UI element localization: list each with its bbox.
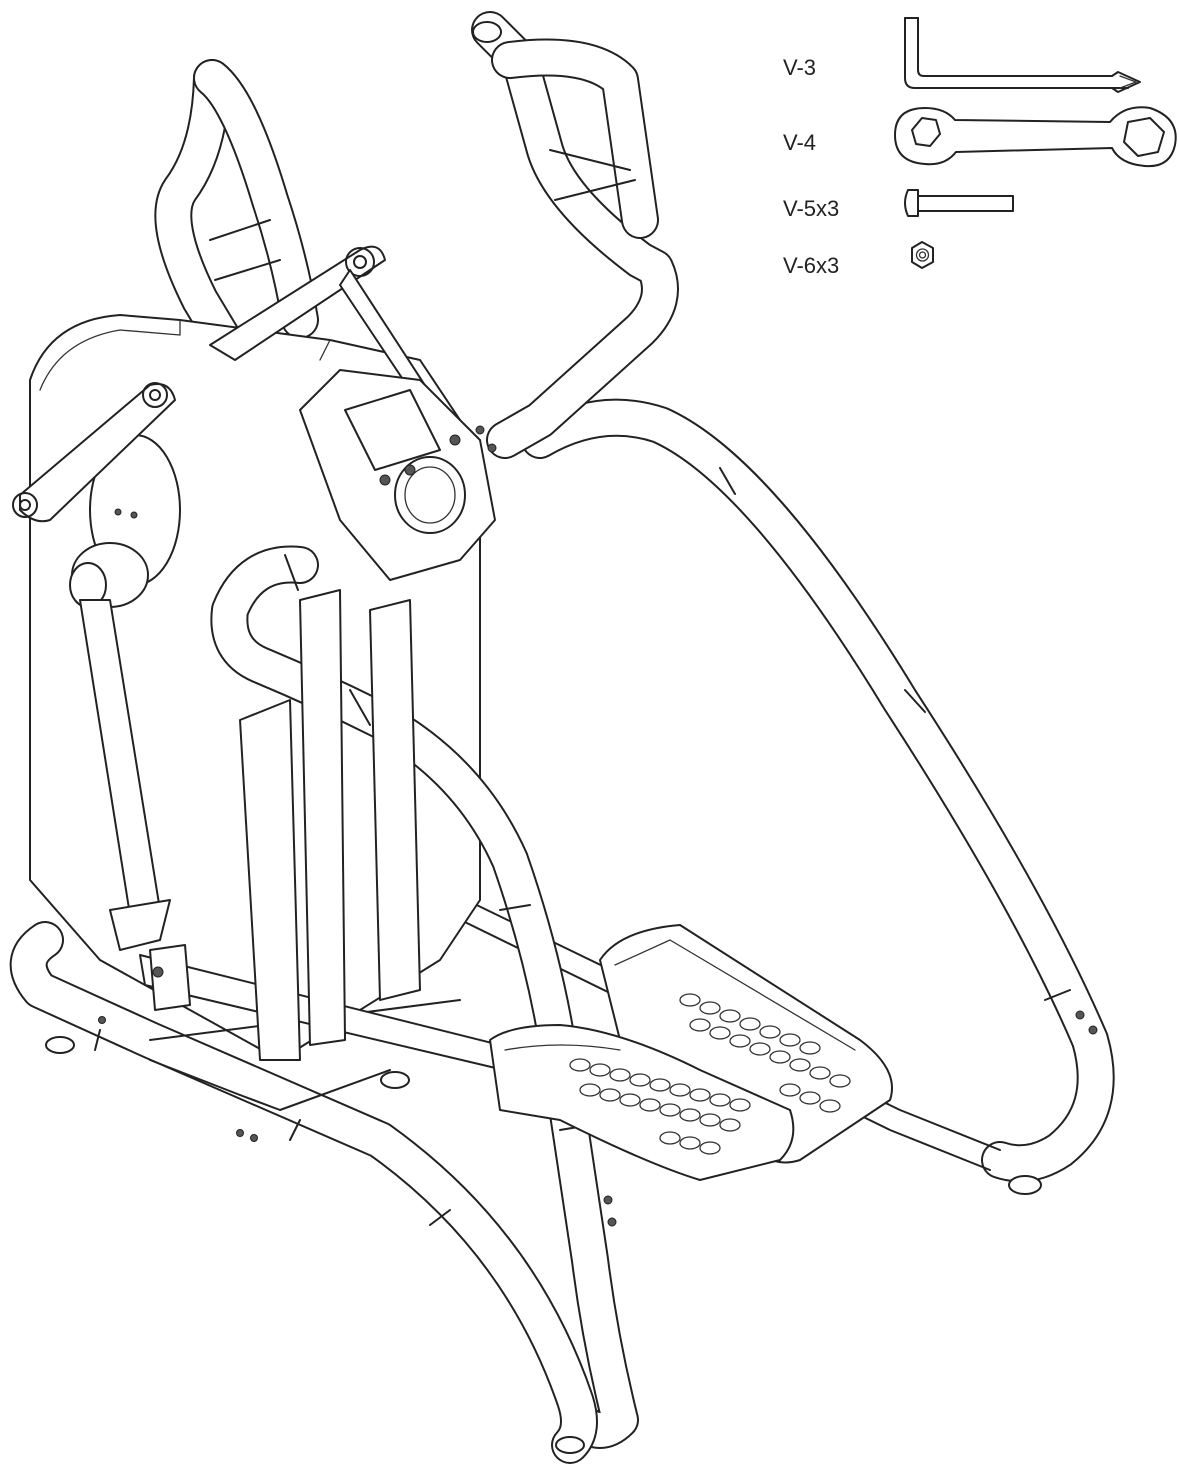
pedal-tread-front — [569, 1058, 751, 1155]
part-label-v6: V-6x3 — [783, 253, 840, 278]
elliptical-trainer-icon — [9, 11, 1115, 1464]
part-label-v5: V-5x3 — [783, 196, 840, 221]
double-hex-wrench-icon — [894, 106, 1177, 168]
hex-nut-icon — [911, 241, 934, 269]
pedal-tread-rear — [679, 993, 851, 1113]
part-label-v4: V-4 — [783, 130, 817, 155]
bolt-icon — [904, 189, 1014, 217]
part-label-v3: V-3 — [783, 55, 817, 80]
allen-key-screwdriver-icon — [904, 17, 1141, 93]
